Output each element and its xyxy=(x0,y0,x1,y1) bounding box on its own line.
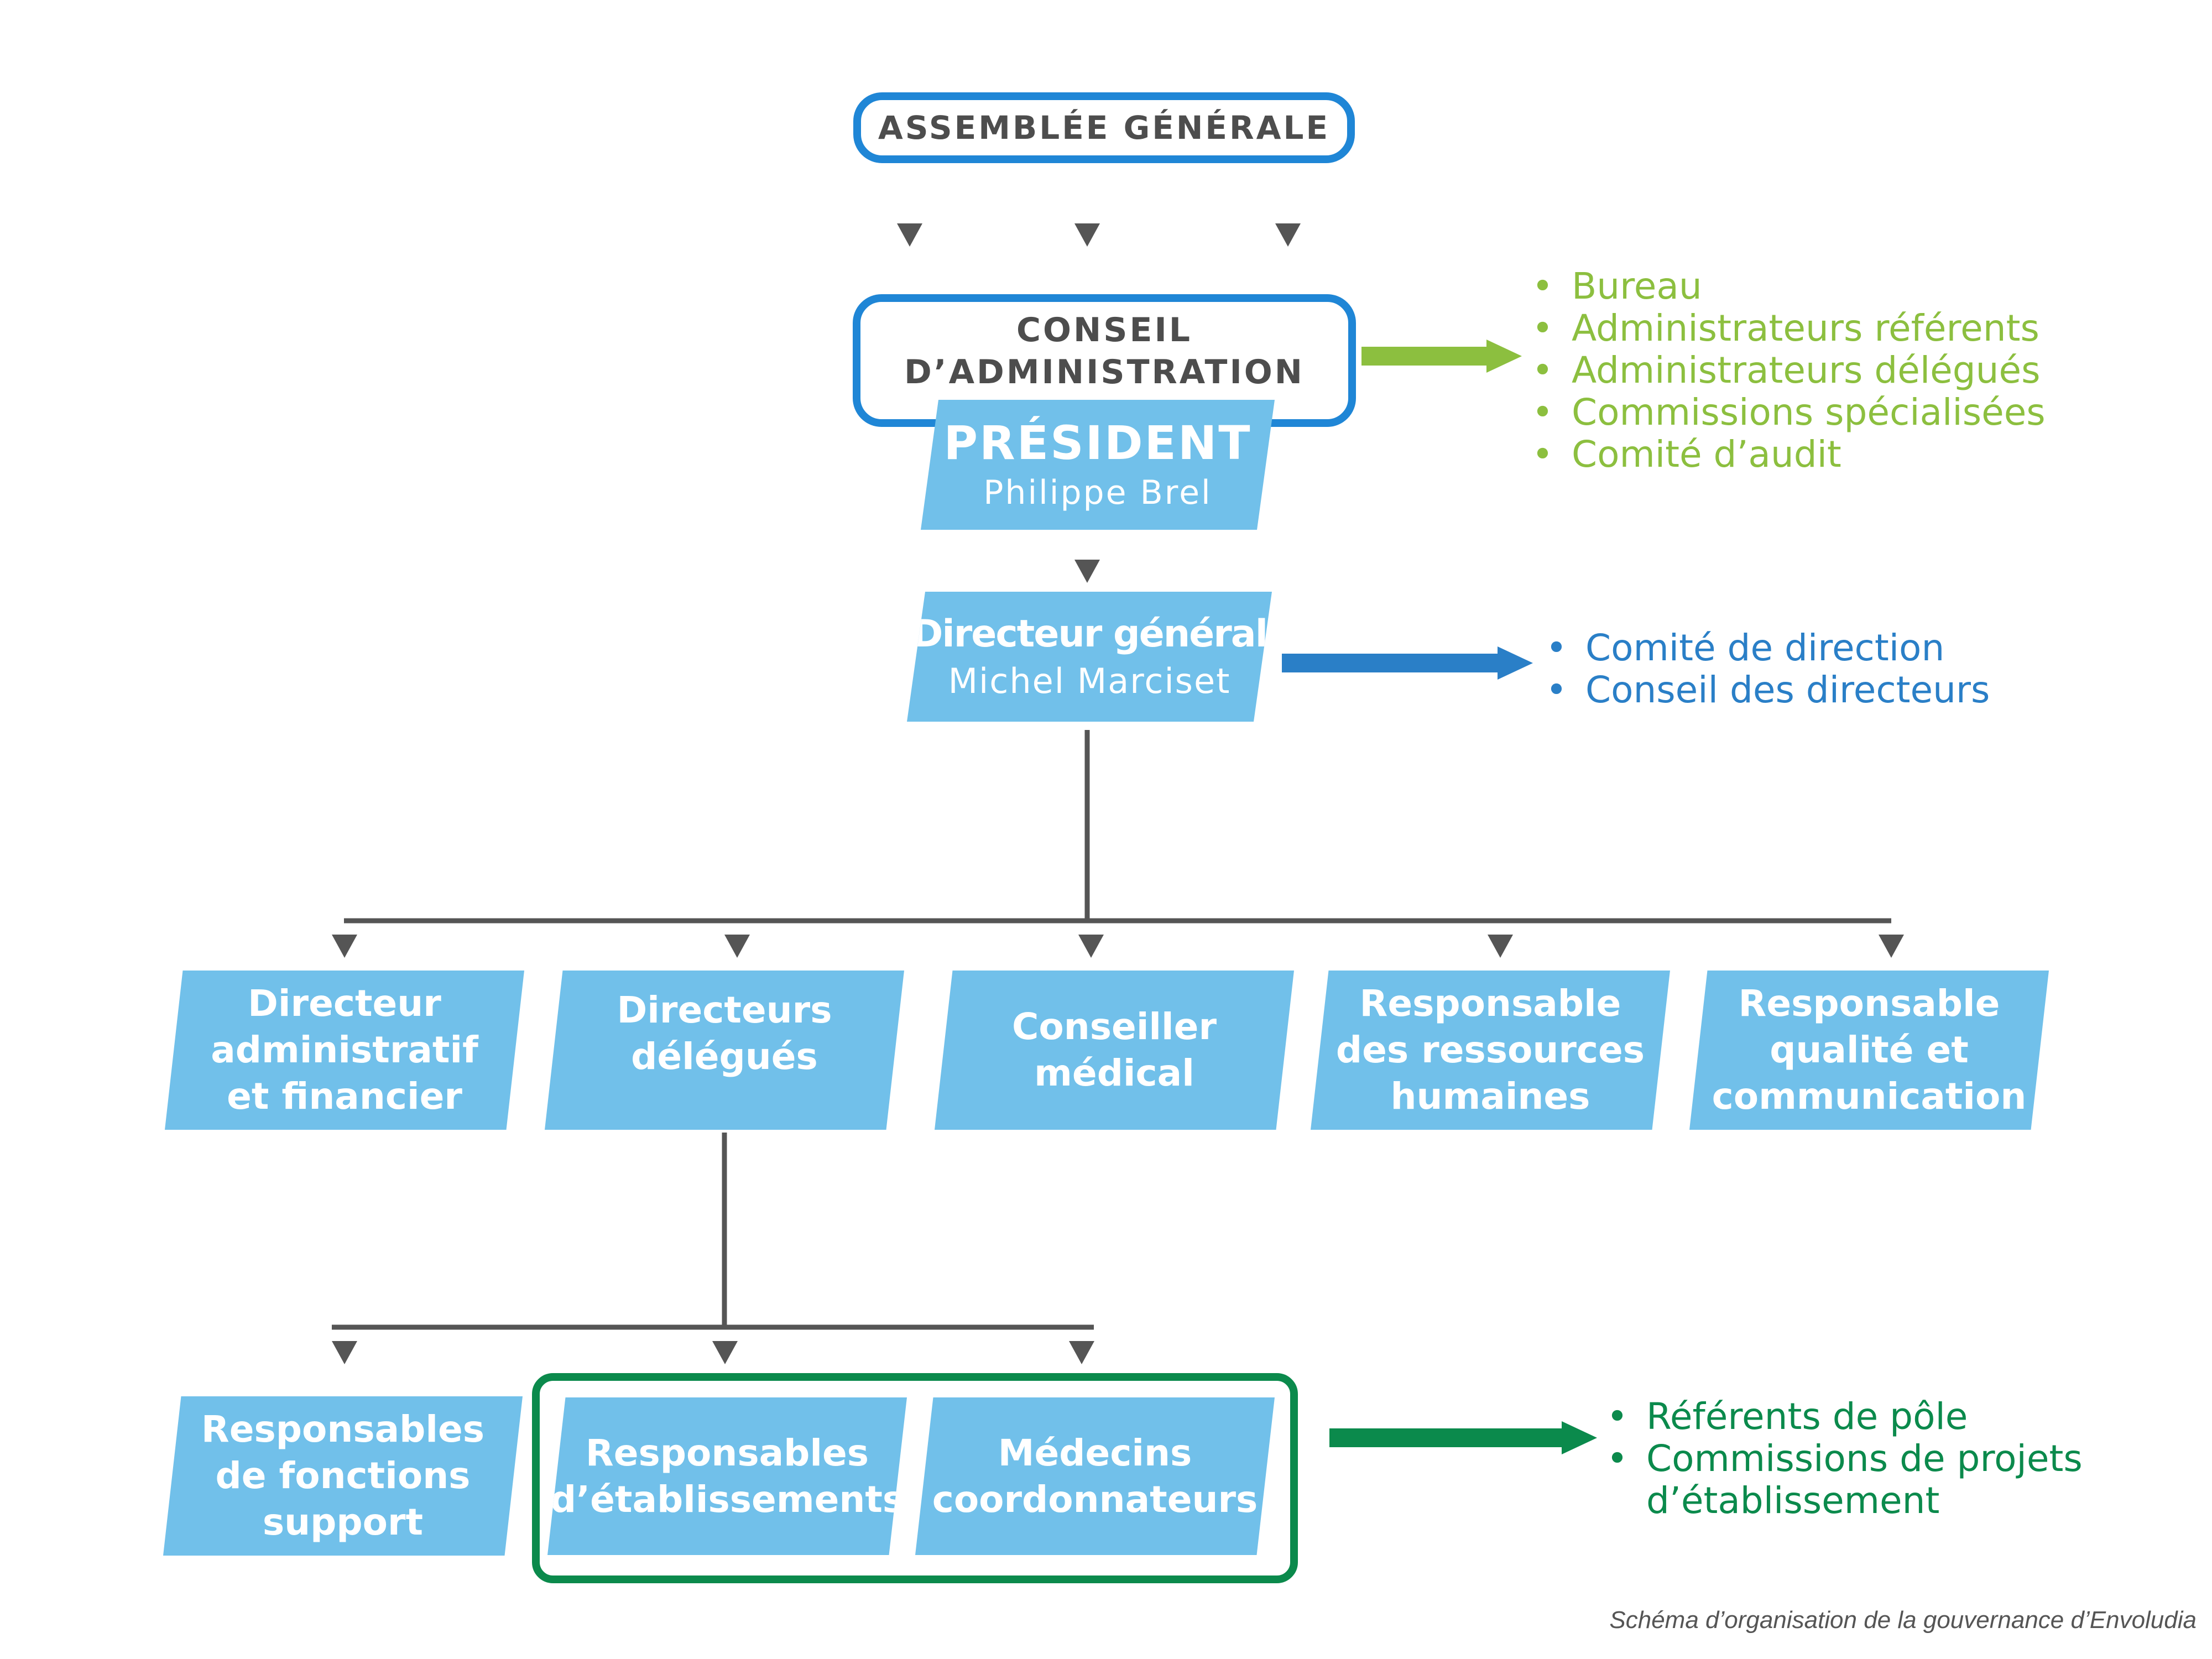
role-line: Directeur xyxy=(248,982,441,1025)
directeur-general-box: Directeur général Michel Marciset xyxy=(907,592,1272,722)
arrowhead xyxy=(1078,935,1104,958)
sub-role-medecins-coordonnateurs-box: Médecins coordonnateurs xyxy=(915,1397,1275,1555)
role-line: d’établissements xyxy=(550,1478,905,1521)
list-item-continuation: d’établissement xyxy=(1646,1479,1940,1522)
role-directeurs-delegues-box: Directeurs délégués xyxy=(545,971,904,1130)
role-line: Responsables xyxy=(201,1408,485,1451)
role-line: Directeurs xyxy=(617,989,832,1031)
sub-role-responsables-etablissements-box: Responsables d’établissements xyxy=(547,1397,907,1555)
sub-role-fonctions-support-box: Responsables de fonctions support xyxy=(163,1396,523,1556)
role-line: Responsables xyxy=(585,1431,869,1474)
arrow-to-etab-list xyxy=(1329,1421,1597,1454)
arrowhead xyxy=(1488,935,1513,958)
list-item: •Administrateurs délégués xyxy=(1532,349,2041,392)
conseil-label-line1: CONSEIL xyxy=(1016,311,1192,349)
role-line: coordonnateurs xyxy=(932,1478,1258,1521)
role-line: de fonctions xyxy=(215,1454,471,1497)
role-line: Responsable xyxy=(1359,982,1621,1025)
arrowhead xyxy=(332,935,357,958)
role-line: médical xyxy=(1034,1052,1194,1094)
arrow-to-conseil-list xyxy=(1361,340,1522,373)
directeur-general-title: Directeur général xyxy=(911,612,1268,656)
list-item: •Commissions spécialisées xyxy=(1532,391,2046,434)
arrowheads-assemblee xyxy=(897,223,1301,583)
list-item: •Comité de direction xyxy=(1546,627,1945,669)
president-name: Philippe Brel xyxy=(983,473,1212,512)
role-qualite-communication-box: Responsable qualité et communication xyxy=(1689,971,2049,1130)
role-line: délégués xyxy=(631,1035,818,1078)
assemblee-generale-box: ASSEMBLÉE GÉNÉRALE xyxy=(853,92,1355,163)
assemblee-generale-label: ASSEMBLÉE GÉNÉRALE xyxy=(878,109,1331,147)
arrowhead xyxy=(1074,560,1100,583)
role-line: des ressources xyxy=(1335,1029,1645,1071)
arrowhead xyxy=(897,223,922,247)
role-line: communication xyxy=(1712,1075,2027,1118)
direction-bullet-list: •Comité de direction •Conseil des direct… xyxy=(1546,627,1990,711)
role-line: Responsable xyxy=(1738,982,2000,1025)
role-daf-box: Directeur administratif et financier xyxy=(165,971,524,1130)
role-line: qualité et xyxy=(1770,1029,1969,1071)
arrowhead xyxy=(1275,223,1301,247)
list-item: •Administrateurs référents xyxy=(1532,307,2039,349)
list-item: •Commissions de projets xyxy=(1606,1437,2083,1480)
role-line: Médecins xyxy=(998,1431,1192,1474)
etablissements-group-frame xyxy=(532,1373,1298,1583)
arrowhead xyxy=(1879,935,1904,958)
figure-caption: Schéma d’organisation de la gouvernance … xyxy=(1609,1606,2197,1634)
role-line: support xyxy=(262,1501,424,1543)
role-line: humaines xyxy=(1390,1075,1590,1118)
arrowhead xyxy=(332,1341,357,1364)
arrowhead xyxy=(712,1341,738,1364)
role-rh-box: Responsable des ressources humaines xyxy=(1311,971,1670,1130)
conseil-label-line2: D’ADMINISTRATION xyxy=(904,353,1305,392)
role-line: administratif xyxy=(211,1029,478,1071)
conseil-bullet-list: •Bureau •Administrateurs référents •Admi… xyxy=(1532,265,2046,476)
arrowhead xyxy=(724,935,750,958)
directeur-general-name: Michel Marciset xyxy=(948,660,1231,701)
role-line: et financier xyxy=(227,1075,462,1118)
list-item: •Référents de pôle xyxy=(1606,1395,1968,1438)
etablissement-bullet-list: •Référents de pôle •Commissions de proje… xyxy=(1606,1396,2083,1522)
president-title: PRÉSIDENT xyxy=(943,415,1252,470)
list-item: •Conseil des directeurs xyxy=(1546,669,1990,711)
arrowhead xyxy=(1069,1341,1094,1364)
president-box: PRÉSIDENT Philippe Brel xyxy=(921,400,1275,530)
list-item: •Comité d’audit xyxy=(1532,433,1841,476)
list-item: •Bureau xyxy=(1532,265,1702,307)
role-line: Conseiller xyxy=(1012,1005,1217,1048)
arrowhead xyxy=(1074,223,1100,247)
arrow-to-direction-list xyxy=(1282,646,1533,680)
role-conseiller-medical-box: Conseiller médical xyxy=(935,971,1294,1130)
